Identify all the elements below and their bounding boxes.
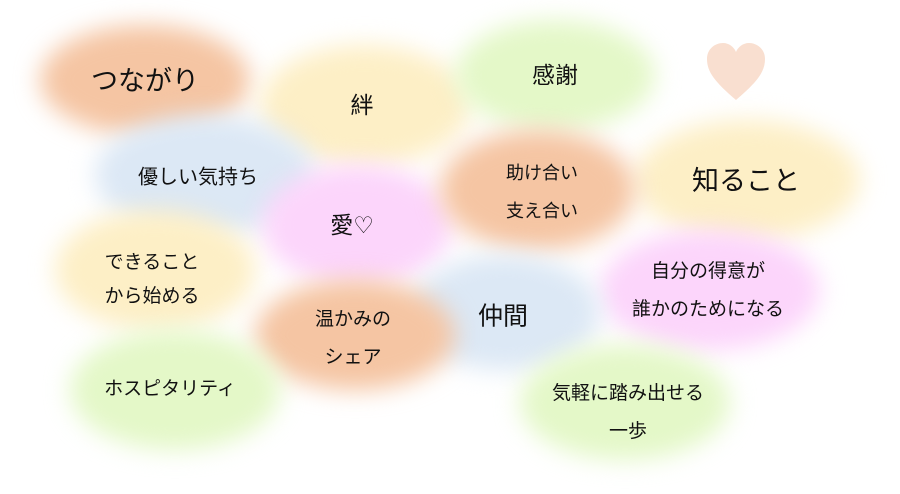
blob-green bbox=[455, 20, 655, 130]
word-atatakami: 温かみのシェア bbox=[315, 300, 391, 376]
word-nakama: 仲間 bbox=[478, 298, 528, 337]
blob-yellow bbox=[55, 210, 255, 330]
blob-orange bbox=[440, 130, 635, 250]
blob-pink bbox=[600, 230, 820, 350]
word-line: 助け合い bbox=[506, 163, 578, 184]
word-line: 愛♡ bbox=[330, 213, 374, 240]
word-dekirukoto: できることから始める bbox=[104, 245, 199, 313]
blob-green bbox=[70, 330, 280, 450]
word-ippo: 気軽に踏み出せる一歩 bbox=[552, 374, 704, 450]
word-kizuna: 絆 bbox=[351, 89, 374, 125]
word-line: 誰かのためになる bbox=[631, 298, 785, 320]
word-tokui: 自分の得意が誰かのためになる bbox=[632, 252, 784, 328]
word-line: シェア bbox=[324, 346, 382, 368]
word-line: ホスピタリティ bbox=[104, 377, 236, 400]
word-line: 支え合い bbox=[506, 201, 578, 222]
word-line: 感謝 bbox=[532, 63, 578, 90]
word-line: できること bbox=[104, 251, 200, 273]
word-line: 自分の得意が bbox=[650, 260, 766, 282]
word-tasukeai: 助け合い支え合い bbox=[506, 155, 578, 231]
word-line: 知ること bbox=[692, 166, 800, 198]
word-line: 気軽に踏み出せる bbox=[551, 382, 705, 404]
word-tsunagari: つながり bbox=[91, 61, 199, 103]
word-line: 優しい気持ち bbox=[138, 164, 258, 189]
blob-pink bbox=[262, 165, 452, 285]
word-hospitality: ホスピタリティ bbox=[104, 374, 236, 403]
word-line: 一歩 bbox=[608, 420, 648, 442]
heart-icon bbox=[707, 43, 765, 100]
blob-green bbox=[520, 345, 730, 460]
word-line: から始める bbox=[104, 285, 200, 307]
word-line: 温かみの bbox=[314, 308, 392, 330]
blob-yellow bbox=[635, 120, 860, 240]
word-line: つながり bbox=[91, 66, 199, 98]
word-kansha: 感謝 bbox=[532, 59, 578, 95]
word-line: 絆 bbox=[350, 93, 374, 120]
word-ai: 愛♡ bbox=[330, 209, 374, 245]
word-yasashii: 優しい気持ち bbox=[138, 162, 258, 193]
blob-orange bbox=[255, 280, 455, 390]
word-line: 仲間 bbox=[477, 301, 529, 331]
word-shirukoto: 知ること bbox=[692, 161, 800, 203]
